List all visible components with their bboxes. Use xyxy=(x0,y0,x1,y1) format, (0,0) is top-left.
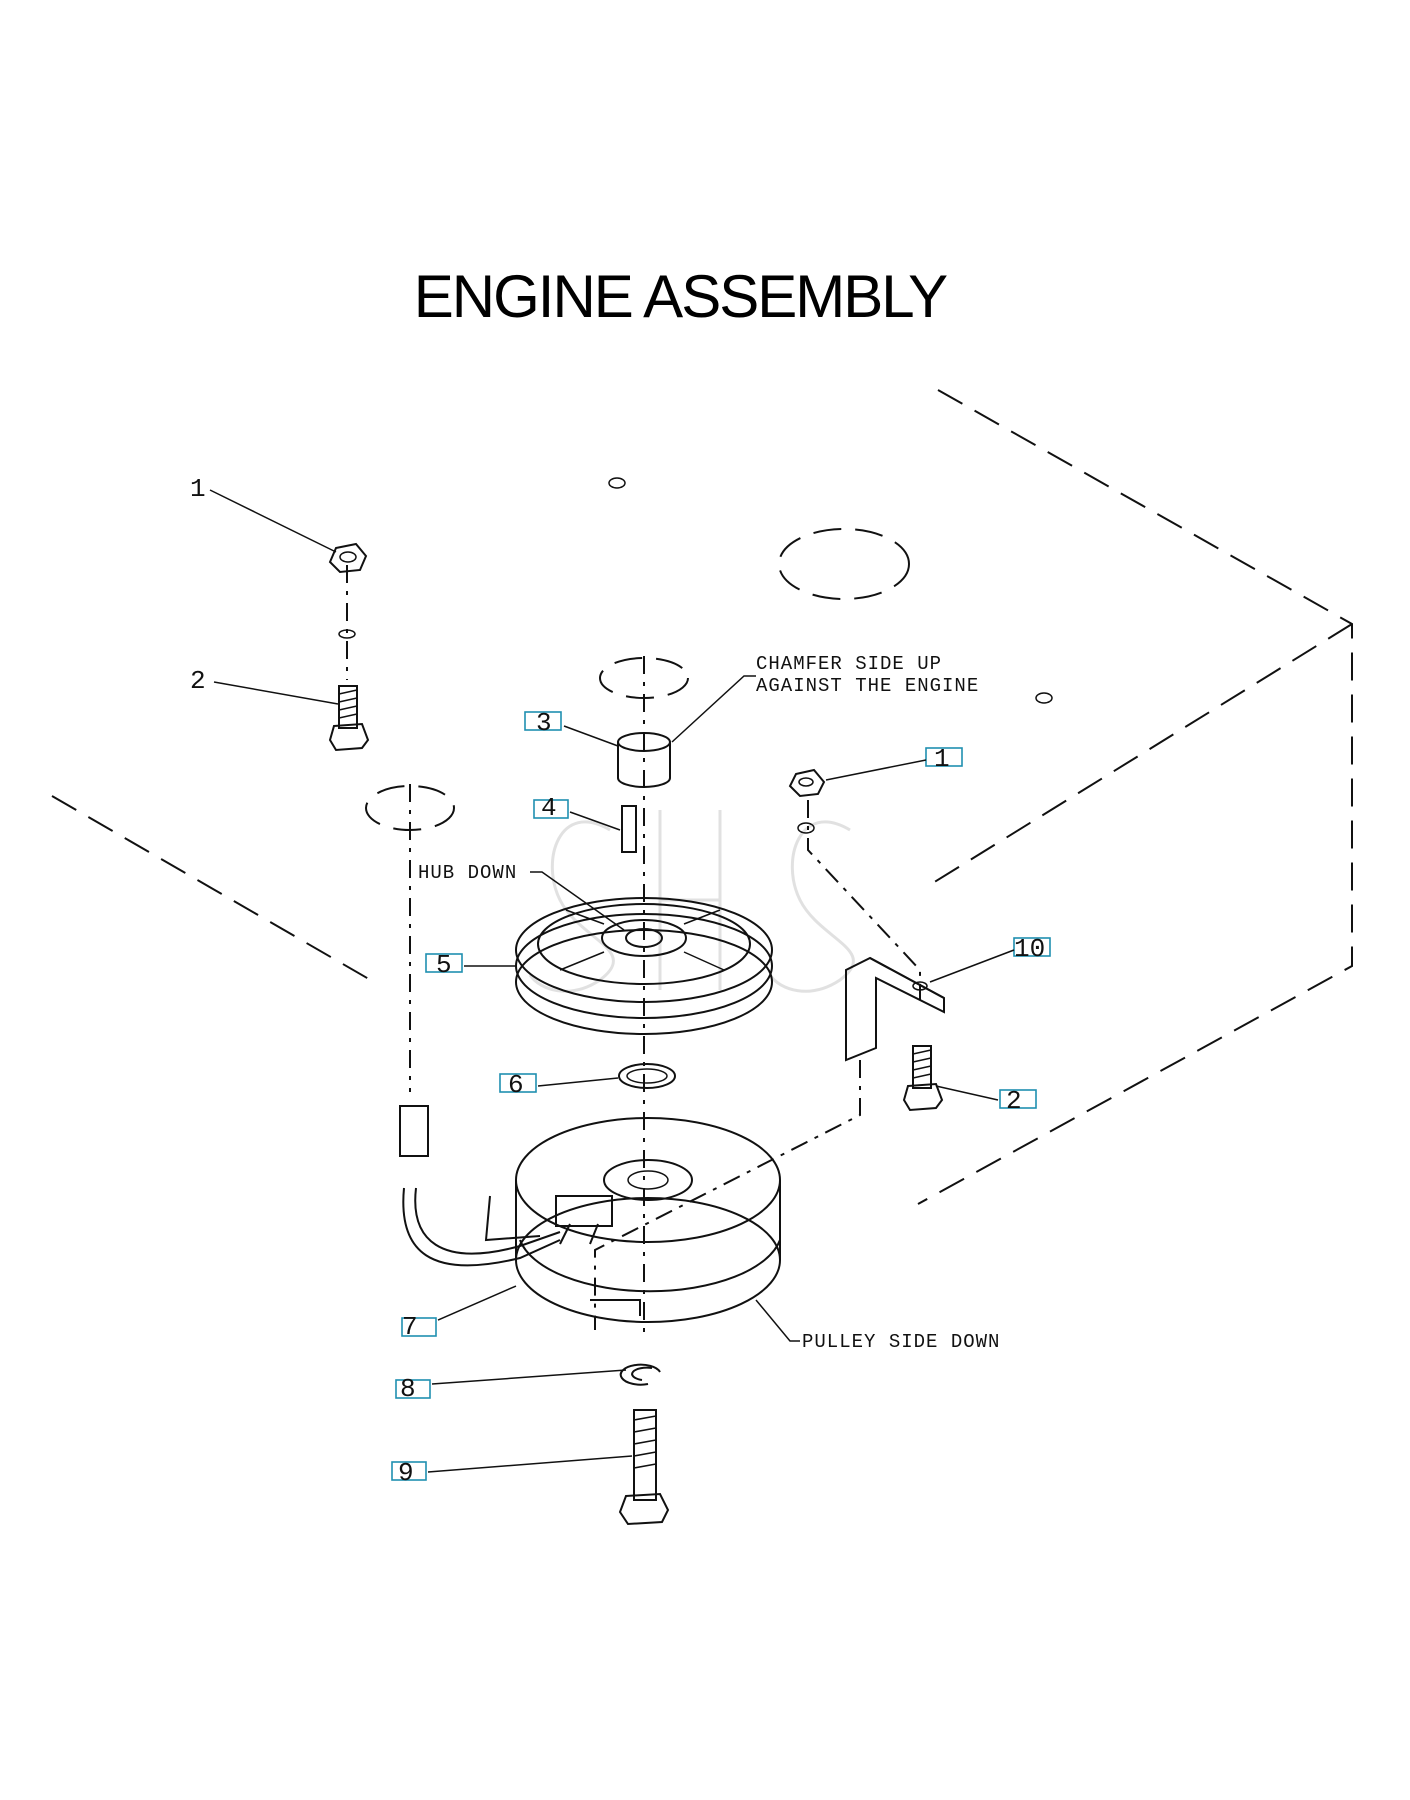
callout-2-right: 2 xyxy=(935,1085,1037,1116)
svg-text:4: 4 xyxy=(541,793,557,823)
svg-text:5: 5 xyxy=(436,950,452,980)
callout-1-left: 1 xyxy=(190,474,337,553)
note-chamfer-line2: AGAINST THE ENGINE xyxy=(756,675,979,697)
svg-text:8: 8 xyxy=(400,1374,416,1404)
note-chamfer-line1: CHAMFER SIDE UP xyxy=(756,653,942,675)
bolt-left-part xyxy=(328,685,370,752)
svg-text:2: 2 xyxy=(190,666,206,696)
retaining-ring-part xyxy=(619,1363,661,1386)
callout-8: 8 xyxy=(395,1369,627,1404)
page-title: ENGINE ASSEMBLY xyxy=(413,263,948,330)
callout-3: 3 xyxy=(524,708,619,747)
callout-labels: 1 2 3 4 5 xyxy=(190,474,1051,1488)
assembly-notes: CHAMFER SIDE UP AGAINST THE ENGINE HUB D… xyxy=(418,653,1000,1353)
bracket-part xyxy=(845,956,945,1062)
clutch-bolt-part xyxy=(618,1409,670,1526)
svg-text:1: 1 xyxy=(190,474,206,504)
note-pulley-side-down: PULLEY SIDE DOWN xyxy=(802,1331,1000,1353)
nut-right-part xyxy=(788,768,826,834)
key-part xyxy=(621,805,637,853)
svg-text:3: 3 xyxy=(536,708,552,738)
engine-outline xyxy=(51,389,1353,1205)
svg-text:7: 7 xyxy=(402,1312,418,1342)
spacer-part xyxy=(617,732,671,788)
callout-6: 6 xyxy=(499,1070,619,1100)
callout-9: 9 xyxy=(391,1455,633,1488)
callout-5: 5 xyxy=(425,950,516,980)
nut-left-part xyxy=(328,542,368,639)
callout-1-right: 1 xyxy=(825,744,963,781)
svg-text:10: 10 xyxy=(1014,934,1045,964)
svg-text:2: 2 xyxy=(1006,1086,1022,1116)
callout-10: 10 xyxy=(929,934,1051,983)
note-hub-down: HUB DOWN xyxy=(418,862,517,884)
callout-4: 4 xyxy=(533,793,621,831)
clutch-part xyxy=(399,1105,781,1323)
bolt-right-part xyxy=(902,1045,944,1112)
svg-text:1: 1 xyxy=(934,744,950,774)
svg-text:6: 6 xyxy=(508,1070,524,1100)
svg-text:9: 9 xyxy=(398,1458,414,1488)
callout-2-left: 2 xyxy=(190,666,339,705)
washer-part xyxy=(618,1063,676,1089)
callout-7: 7 xyxy=(401,1285,517,1342)
